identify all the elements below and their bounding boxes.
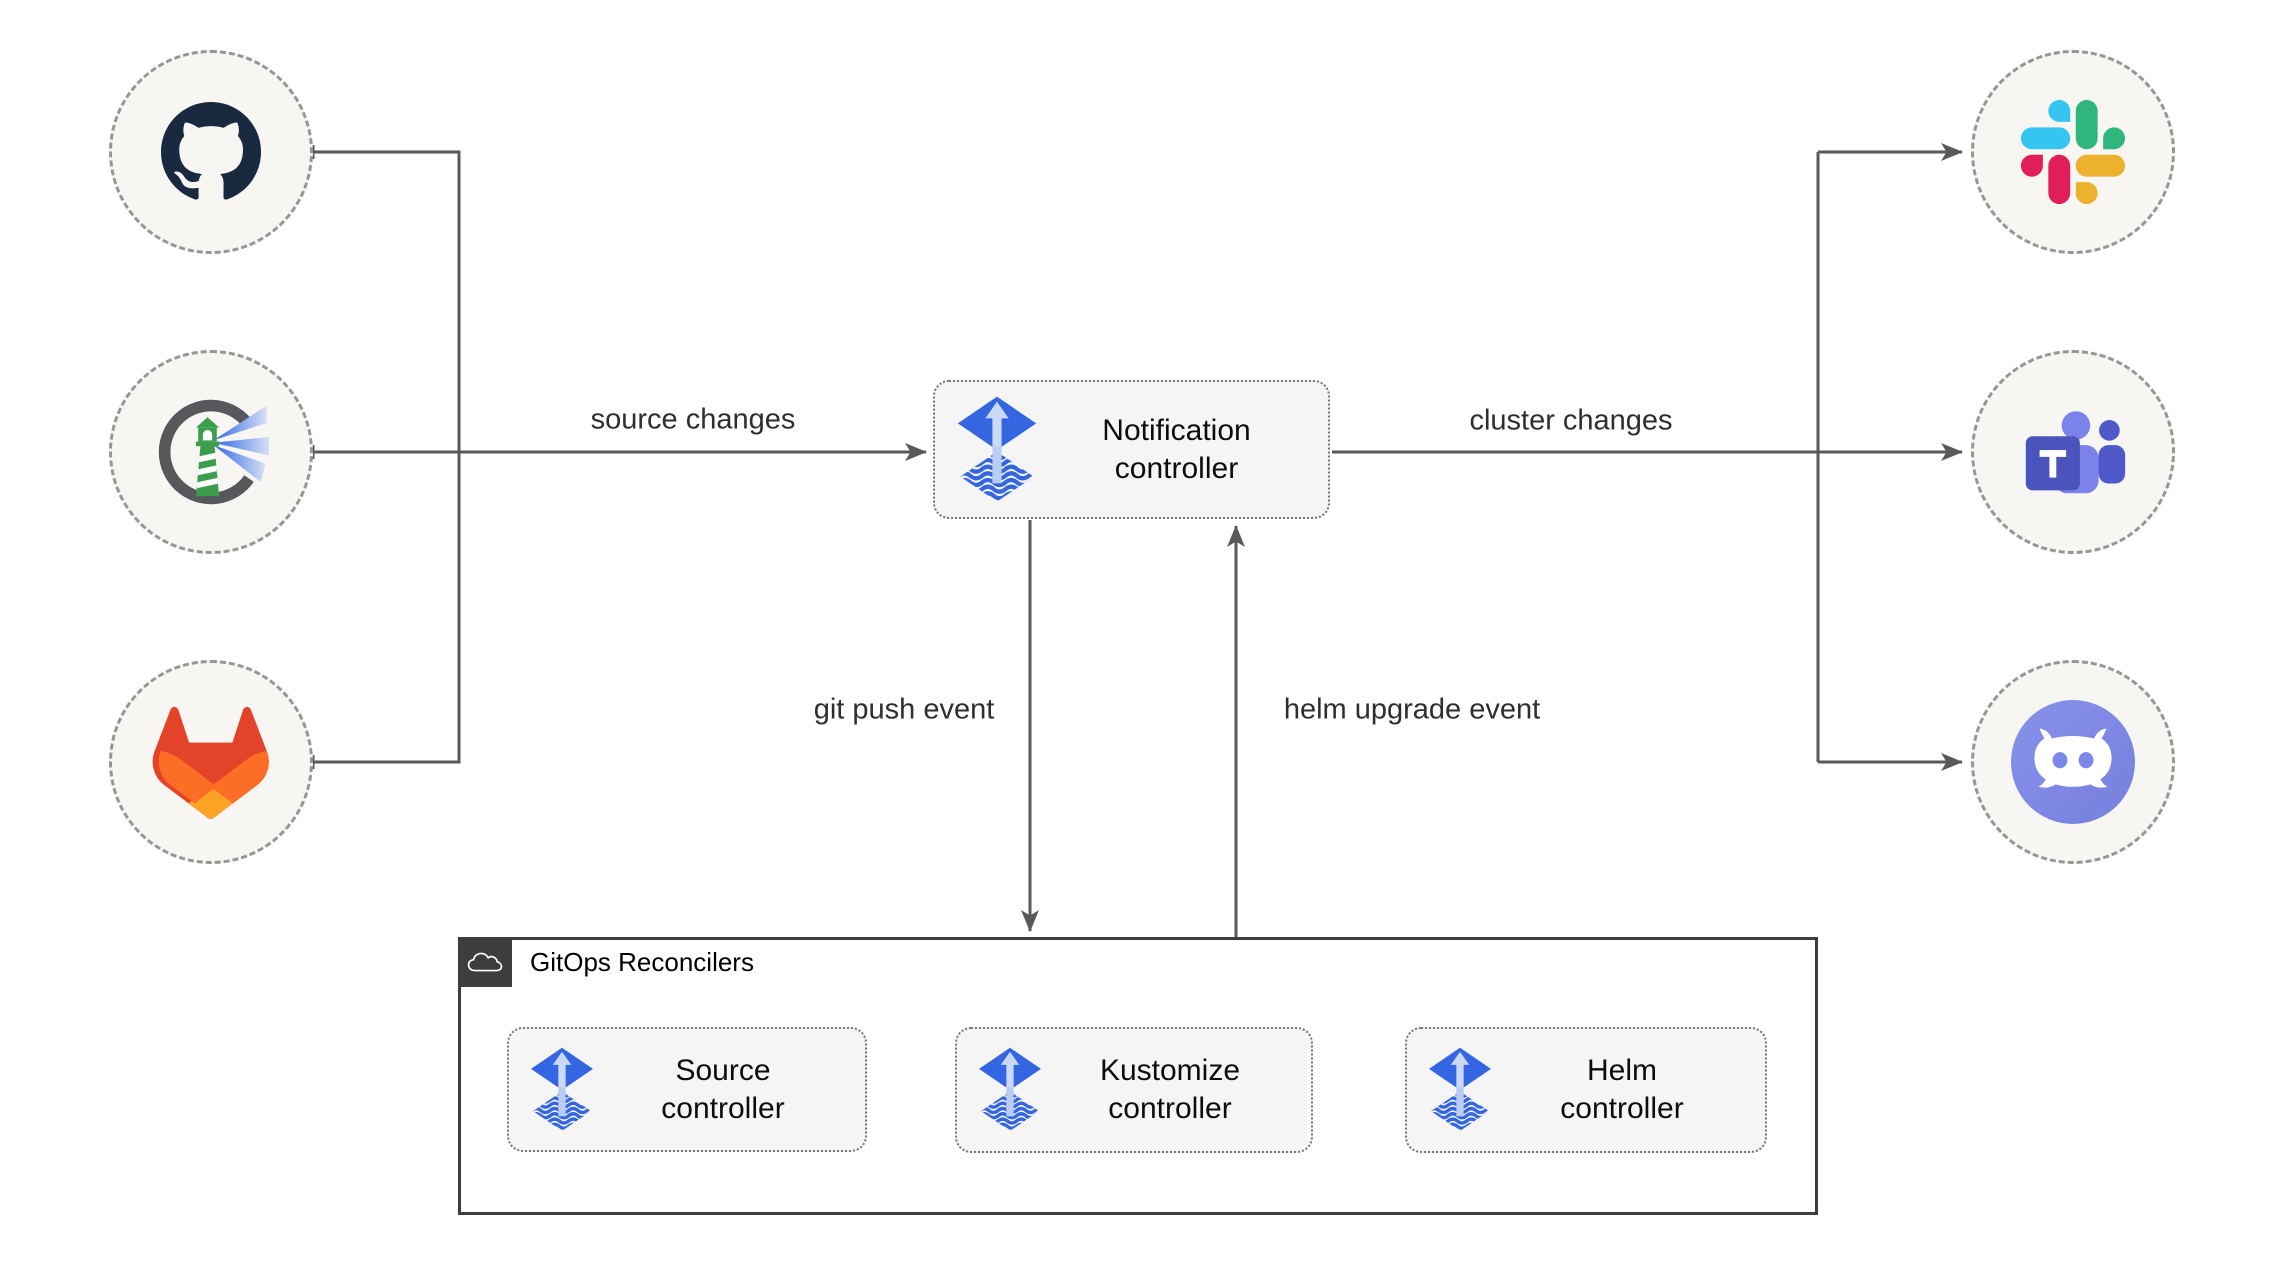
github-node	[109, 50, 313, 254]
edge-label-cluster-changes: cluster changes	[1465, 404, 1677, 438]
cloud-icon	[467, 952, 503, 972]
helm-controller-node: Helm controller	[1405, 1027, 1767, 1153]
gitlab-node	[109, 660, 313, 864]
kustomize-controller-text: Kustomize controller	[1099, 1054, 1241, 1125]
discord-node	[1971, 660, 2175, 864]
github-icon	[161, 102, 261, 200]
flux-icon	[529, 1046, 595, 1134]
kustomize-controller-node: Kustomize controller	[955, 1027, 1313, 1153]
edge-label-source-changes: source changes	[586, 403, 800, 437]
notification-controller-label: Notification controller	[1039, 412, 1328, 488]
gitops-group-badge	[458, 937, 512, 987]
helm-controller-label: Helm controller	[1493, 1052, 1765, 1128]
flux-icon	[977, 1046, 1043, 1134]
helm-controller-text: Helm controller	[1560, 1054, 1684, 1125]
teams-node	[1971, 350, 2175, 554]
kustomize-controller-label: Kustomize controller	[1043, 1052, 1311, 1128]
flux-icon	[1427, 1046, 1493, 1134]
gitops-group-title: GitOps Reconcilers	[530, 947, 754, 977]
source-controller-label: Source controller	[595, 1052, 865, 1128]
teams-icon	[2025, 411, 2126, 494]
slack-node	[1971, 50, 2175, 254]
notification-controller-node: Notification controller	[933, 380, 1330, 519]
notification-controller-text: Notification controller	[1102, 413, 1251, 485]
flux-icon	[955, 395, 1039, 505]
edge-label-git-push-event: git push event	[809, 693, 999, 727]
source-controller-node: Source controller	[507, 1027, 867, 1152]
edge-label-helm-upgrade-event: helm upgrade event	[1279, 693, 1545, 727]
discord-icon	[2011, 700, 2135, 824]
slack-icon	[2021, 100, 2125, 204]
gitlab-icon	[152, 706, 269, 819]
source-controller-text: Source controller	[661, 1053, 785, 1125]
harbor-node	[109, 350, 313, 554]
harbor-icon	[158, 399, 269, 505]
